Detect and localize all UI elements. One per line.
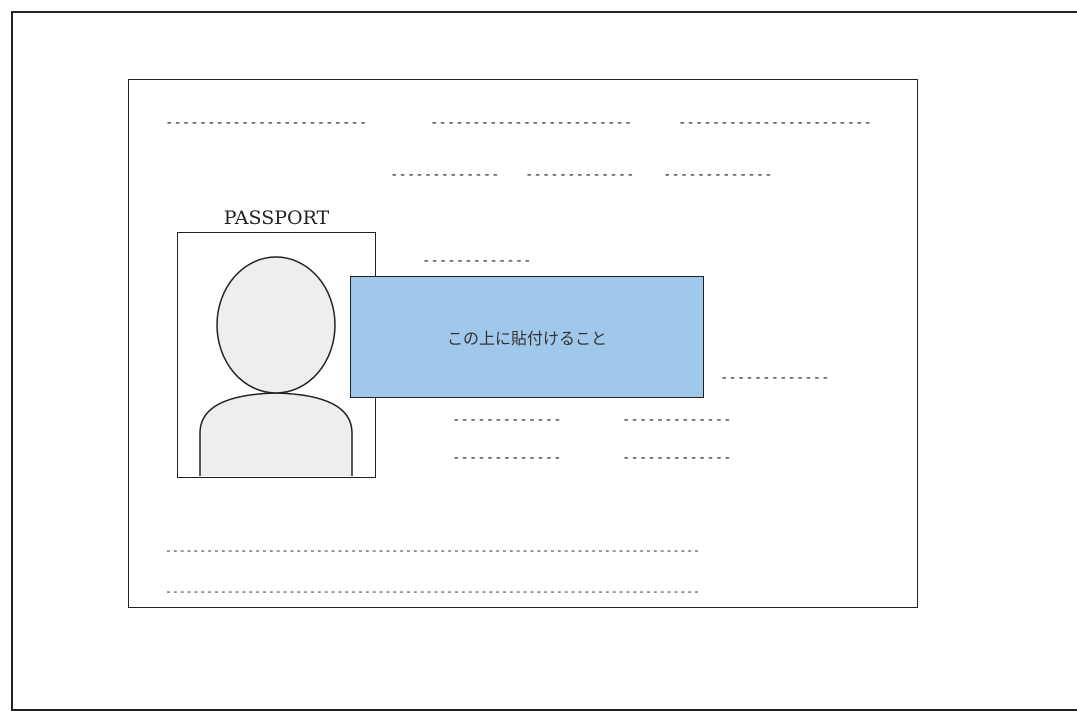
dash-line-bottom-1: ----------------------------------------… xyxy=(165,543,700,557)
dash-line-bottom-2: ----------------------------------------… xyxy=(165,584,700,598)
dash-line-top-3: ----------------------- xyxy=(678,115,872,131)
dash-line-mid-2: ------------- xyxy=(622,412,732,428)
dash-line-mid-3: ------------- xyxy=(452,450,562,466)
dash-line-mid-4: ------------- xyxy=(622,450,732,466)
dash-line-row2-2: ------------- xyxy=(525,167,635,183)
dash-line-row2-1: ------------- xyxy=(390,167,500,183)
dash-line-right-2: ------------- xyxy=(720,370,830,386)
passport-label: PASSPORT xyxy=(223,207,330,229)
dash-line-top-2: ------------------------ xyxy=(430,115,633,131)
dash-line-mid-1: ------------- xyxy=(452,412,562,428)
sticker-instruction-text: この上に貼付けること xyxy=(446,329,607,348)
dash-line-row2-3: ------------- xyxy=(663,167,773,183)
photo-frame xyxy=(177,232,376,478)
visa-sticker-area: この上に貼付けること xyxy=(350,276,704,398)
dash-line-top-1: ------------------------ xyxy=(165,115,368,131)
dash-line-right-1: ------------- xyxy=(422,253,532,269)
person-silhouette-icon xyxy=(199,256,353,476)
